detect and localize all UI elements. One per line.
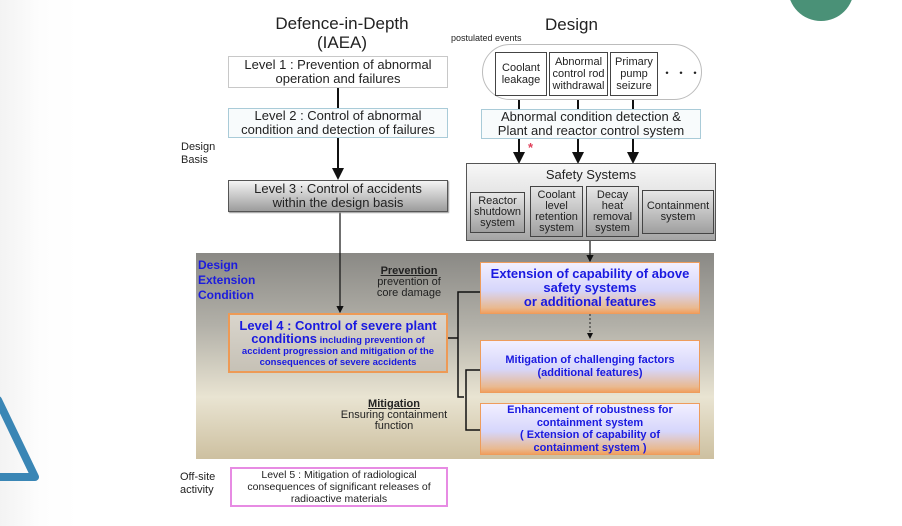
decorative-circle — [788, 0, 854, 21]
level-4-conditions: conditions — [251, 331, 318, 346]
level-2-box: Level 2 : Control of abnormal condition … — [228, 108, 448, 138]
events-ellipsis: ・・・ — [661, 66, 704, 80]
sub-line: Coolant — [537, 188, 576, 201]
level-4-small-3: consequences of severe accidents — [259, 357, 417, 368]
sub-line: Decay — [596, 188, 629, 201]
sub-line: Containment — [646, 200, 710, 212]
level-3-line-1: Level 3 : Control of accidents — [254, 181, 422, 196]
ext2-line-2: (additional features) — [537, 366, 643, 379]
dec-line-1: Design — [198, 258, 239, 272]
level-5-line-1: Level 5 : Mitigation of radiological — [261, 469, 417, 481]
level-3-box: Level 3 : Control of accidents within th… — [228, 180, 448, 212]
design-title: Design — [545, 15, 598, 34]
event-line: seizure — [616, 80, 652, 92]
sub-line: removal — [592, 210, 633, 223]
level-2-line-1: Level 2 : Control of abnormal — [254, 108, 422, 123]
red-asterisk-marker: * — [528, 140, 534, 155]
title-line-1: Defence-in-Depth — [275, 14, 409, 33]
dec-line-3: Condition — [198, 288, 254, 302]
offsite-line-2: activity — [180, 484, 214, 496]
mitigation-title: Mitigation — [368, 398, 420, 410]
level-5-line-3: radioactive materials — [290, 493, 388, 505]
sub-line: system — [660, 211, 696, 223]
ext3-line-2: containment system — [536, 416, 644, 429]
sub-line: shutdown — [473, 206, 522, 218]
detection-line-1: Abnormal condition detection & — [501, 109, 681, 124]
level-3-line-2: within the design basis — [272, 195, 404, 210]
event-line: control rod — [552, 68, 605, 80]
title-line-2: (IAEA) — [316, 33, 368, 52]
postulated-events-label: postulated events — [451, 33, 522, 43]
mitigation-line-1: Ensuring containment — [340, 409, 448, 421]
offsite-line-1: Off-site — [180, 471, 216, 483]
defence-in-depth-title: Defence-in-Depth (IAEA) — [262, 14, 422, 52]
event-line: Coolant — [502, 62, 540, 74]
event-line: withdrawal — [552, 80, 605, 92]
decorative-triangle — [0, 396, 39, 481]
level-2-line-2: condition and detection of failures — [241, 122, 435, 137]
ext1-line-1: Extension of capability of above — [490, 266, 690, 281]
event-line: leakage — [501, 74, 541, 86]
level-1-line-2: operation and failures — [275, 71, 401, 86]
level-4-box: Level 4 : Control of severe plant condit… — [228, 313, 448, 373]
prevention-line-2: core damage — [376, 287, 442, 299]
mitigation-challenging-factors-box: Mitigation of challenging factors (addit… — [480, 340, 700, 393]
prevention-line-1: prevention of — [377, 276, 441, 288]
ext3-line-3: ( Extension of capability of — [520, 429, 660, 441]
design-basis-line-2: Basis — [181, 154, 208, 166]
dec-line-2: Extension — [198, 273, 256, 287]
level-1-line-1: Level 1 : Prevention of abnormal — [244, 57, 432, 72]
containment-robustness-box: Enhancement of robustness for containmen… — [480, 403, 700, 455]
prevention-note: Prevention prevention of core damage — [368, 266, 450, 299]
sub-line: system — [595, 221, 630, 234]
safety-systems-title: Safety Systems — [545, 167, 637, 182]
sub-line: Reactor — [478, 195, 517, 207]
level-1-box: Level 1 : Prevention of abnormal operati… — [228, 56, 448, 88]
design-basis-line-1: Design — [181, 141, 216, 153]
level-4-small-2: accident progression and mitigation of t… — [241, 346, 435, 357]
level-5-box: Level 5 : Mitigation of radiological con… — [230, 467, 448, 507]
ext1-line-2: safety systems — [543, 280, 637, 295]
sub-line: heat — [601, 199, 624, 212]
sub-line: retention — [535, 210, 578, 223]
sub-line: level — [545, 199, 568, 212]
level-4-small-1: including prevention of — [317, 335, 425, 346]
mitigation-note: Mitigation Ensuring containment function — [334, 399, 454, 432]
detection-control-box: Abnormal condition detection & Plant and… — [481, 109, 701, 139]
level-5-line-2: consequences of significant releases of — [247, 481, 431, 493]
level-4-line-1: Level 4 : Control of severe plant — [239, 318, 437, 333]
dec-label: Design Extension Condition — [198, 258, 255, 303]
sub-line: system — [539, 221, 574, 234]
ext3-line-4: containment system ) — [533, 441, 647, 454]
ext2-line-1: Mitigation of challenging factors — [505, 353, 675, 366]
offsite-activity-label: Off-site activity — [180, 471, 215, 497]
detection-line-2: Plant and reactor control system — [497, 123, 685, 138]
ext1-line-3: or additional features — [523, 294, 657, 309]
event-line: pump — [620, 68, 648, 80]
mitigation-line-2: function — [374, 420, 414, 432]
sub-line: system — [480, 217, 515, 229]
ext3-line-1: Enhancement of robustness for — [507, 404, 673, 416]
prevention-title: Prevention — [380, 265, 438, 277]
design-basis-label: Design Basis — [181, 141, 215, 167]
event-line: Primary — [615, 56, 653, 68]
event-line: Abnormal — [554, 56, 603, 68]
extension-capability-box: Extension of capability of above safety … — [480, 262, 700, 314]
